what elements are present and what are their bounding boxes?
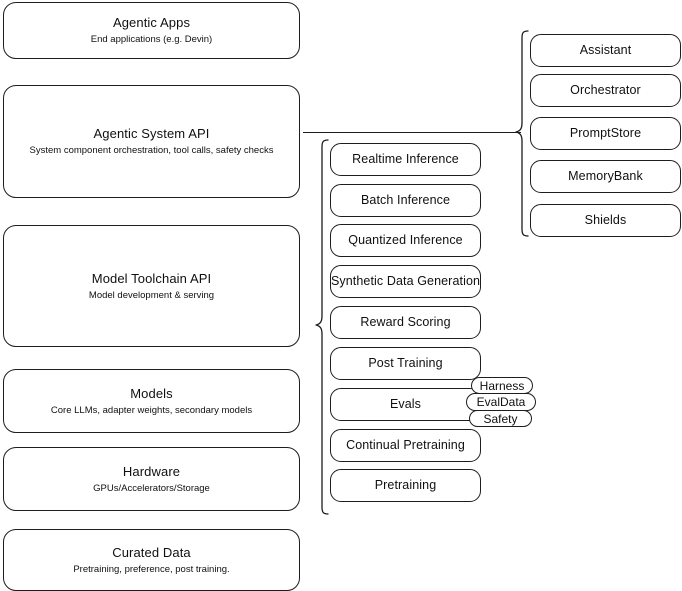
stack-layer-models[interactable]: Models Core LLMs, adapter weights, secon…: [3, 369, 300, 433]
layer-title: Hardware: [122, 463, 181, 479]
brace-toolchain: [315, 139, 329, 515]
toolchain-item-label: Continual Pretraining: [346, 438, 465, 452]
toolchain-item-label: Evals: [389, 397, 422, 411]
toolchain-item-continual-pretraining[interactable]: Continual Pretraining: [330, 429, 481, 462]
layer-subtitle: GPUs/Accelerators/Storage: [93, 482, 210, 494]
stack-layer-agentic-apps[interactable]: Agentic Apps End applications (e.g. Devi…: [3, 2, 300, 59]
system-component-label: MemoryBank: [568, 169, 643, 183]
toolchain-item-label: Pretraining: [374, 478, 437, 492]
toolchain-item-label: Reward Scoring: [360, 315, 451, 329]
toolchain-item-quantized-inference[interactable]: Quantized Inference: [330, 224, 481, 257]
layer-title: Curated Data: [112, 544, 191, 560]
system-component-label: Orchestrator: [570, 83, 641, 97]
eval-tag-label: Safety: [483, 411, 518, 426]
eval-tag-label: EvalData: [476, 395, 526, 409]
toolchain-item-label: Post Training: [368, 356, 443, 370]
layer-title: Models: [130, 385, 173, 401]
system-component-memorybank[interactable]: MemoryBank: [530, 160, 681, 193]
toolchain-item-evals[interactable]: Evals: [330, 388, 481, 421]
eval-tag-harness[interactable]: Harness: [471, 377, 533, 394]
toolchain-item-batch-inference[interactable]: Batch Inference: [330, 184, 481, 217]
layer-subtitle: Model development & serving: [88, 289, 215, 301]
toolchain-item-label: Quantized Inference: [348, 233, 463, 247]
toolchain-item-synthetic-data-generation[interactable]: Synthetic Data Generation: [330, 265, 481, 298]
layer-subtitle: Core LLMs, adapter weights, secondary mo…: [50, 404, 253, 416]
toolchain-item-reward-scoring[interactable]: Reward Scoring: [330, 306, 481, 339]
layer-subtitle: Pretraining, preference, post training.: [73, 563, 230, 575]
stack-layer-agentic-system-api[interactable]: Agentic System API System component orch…: [3, 85, 300, 198]
eval-tag-evaldata[interactable]: EvalData: [466, 393, 536, 411]
eval-tag-label: Harness: [479, 378, 525, 393]
toolchain-item-pretraining[interactable]: Pretraining: [330, 469, 481, 502]
eval-tag-safety[interactable]: Safety: [469, 410, 532, 427]
layer-subtitle: System component orchestration, tool cal…: [29, 145, 274, 156]
stack-layer-hardware[interactable]: Hardware GPUs/Accelerators/Storage: [3, 447, 300, 511]
layer-title: Agentic Apps: [112, 15, 191, 30]
layer-subtitle: End applications (e.g. Devin): [90, 34, 213, 45]
toolchain-item-realtime-inference[interactable]: Realtime Inference: [330, 143, 481, 176]
system-component-shields[interactable]: Shields: [530, 204, 681, 237]
stack-layer-curated-data[interactable]: Curated Data Pretraining, preference, po…: [3, 529, 300, 591]
connector-line-system-api-to-components: [303, 132, 521, 134]
system-component-label: Shields: [584, 213, 627, 227]
system-component-orchestrator[interactable]: Orchestrator: [530, 74, 681, 107]
brace-system-components: [515, 30, 529, 237]
system-component-label: PromptStore: [569, 126, 642, 140]
toolchain-item-label: Realtime Inference: [352, 152, 459, 166]
system-component-promptstore[interactable]: PromptStore: [530, 117, 681, 150]
system-component-label: Assistant: [579, 43, 632, 57]
toolchain-item-post-training[interactable]: Post Training: [330, 347, 481, 380]
system-component-assistant[interactable]: Assistant: [530, 34, 681, 67]
layer-title: Model Toolchain API: [91, 270, 212, 286]
layer-title: Agentic System API: [93, 126, 210, 141]
toolchain-item-label: Synthetic Data Generation: [330, 274, 481, 288]
toolchain-item-label: Batch Inference: [360, 193, 451, 207]
stack-layer-model-toolchain-api[interactable]: Model Toolchain API Model development & …: [3, 225, 300, 347]
